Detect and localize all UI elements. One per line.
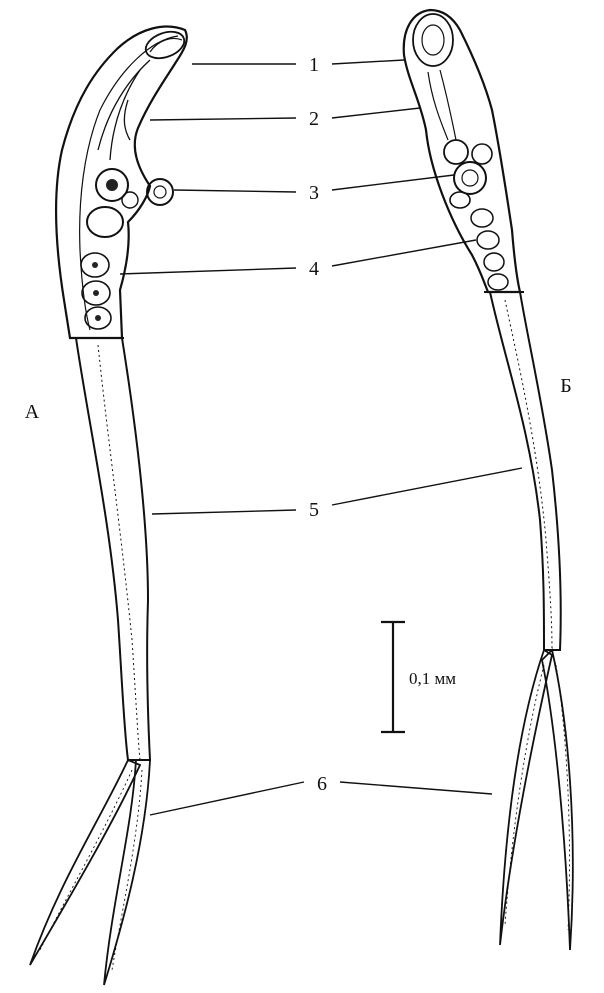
callout-1: 1 xyxy=(309,54,319,76)
specimen-b-tail xyxy=(490,292,561,650)
specimen-a-tail xyxy=(76,338,150,760)
specimen-a-ventral-sucker xyxy=(147,179,173,205)
callout-6: 6 xyxy=(317,773,327,795)
callout-numbers: 1 2 3 4 5 6 xyxy=(309,54,327,795)
callout-2: 2 xyxy=(309,108,319,130)
specimen-b-excretory-cells xyxy=(471,209,508,290)
scale-bar xyxy=(381,622,405,732)
specimen-b-ventral-sucker xyxy=(454,162,486,194)
specimen-b xyxy=(404,10,573,950)
specimen-b-label: Б xyxy=(560,375,571,397)
specimen-a-furca-left xyxy=(30,760,140,965)
scale-bar-label: 0,1 мм xyxy=(409,669,456,688)
specimen-a-label: А xyxy=(25,401,40,423)
specimen-a-excretory-cells xyxy=(81,253,111,329)
callout-lines xyxy=(120,60,522,815)
callout-4: 4 xyxy=(309,258,319,280)
callout-5: 5 xyxy=(309,499,319,521)
specimen-b-furca-left xyxy=(500,650,552,945)
callout-3: 3 xyxy=(309,182,319,204)
specimen-a-oral-sucker xyxy=(142,27,188,63)
specimen-a xyxy=(30,27,188,985)
specimen-b-oral-sucker xyxy=(413,14,453,66)
